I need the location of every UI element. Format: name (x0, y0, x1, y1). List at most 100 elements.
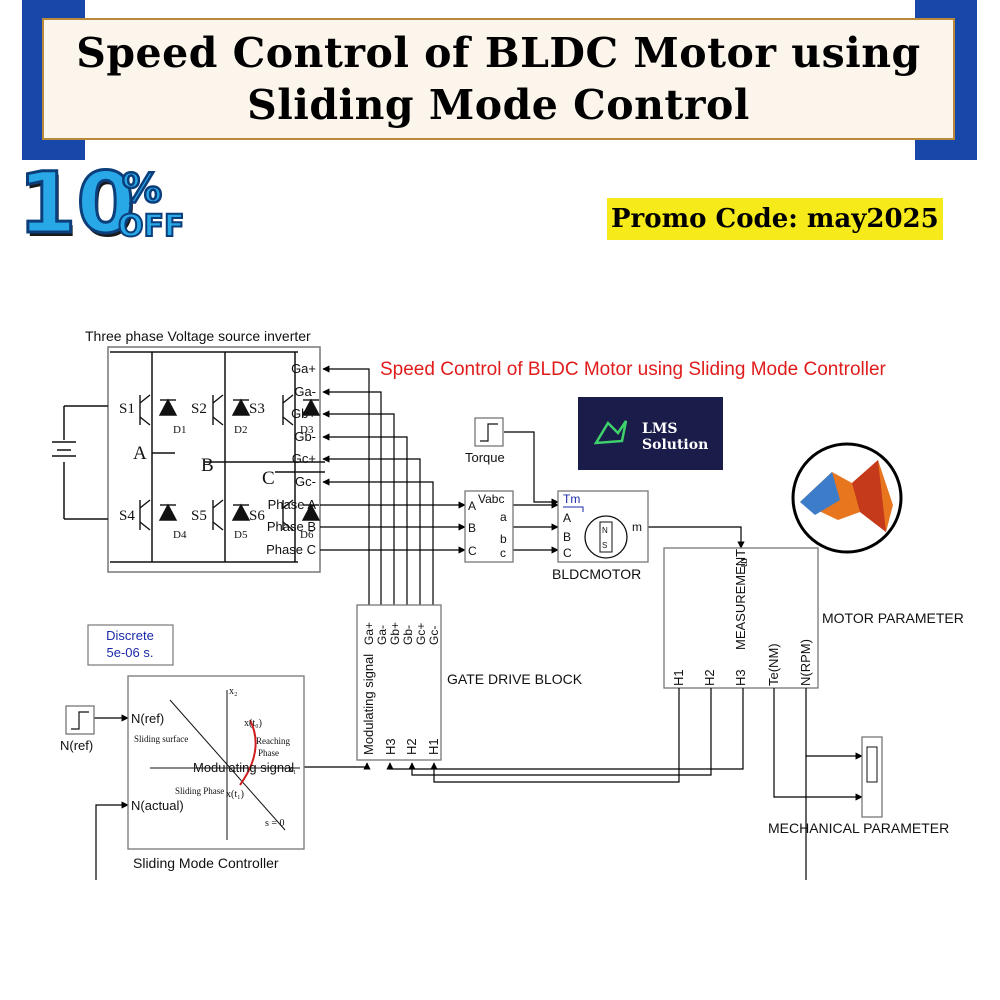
inv-port-phase-a: Phase A (268, 497, 317, 512)
vabc-in-b: B (468, 521, 476, 535)
measurement-in-m: m (738, 558, 750, 567)
inv-port-ga-plus: Ga+ (291, 361, 316, 376)
promo-code: Promo Code: may2025 (607, 198, 943, 240)
sliding-mode-controller-block[interactable] (127, 675, 305, 850)
gate-signal-wires (320, 365, 745, 605)
node-a: A (133, 443, 147, 464)
switch-s1: S1 (119, 401, 135, 417)
gd-out-ga-minus: Ga- (375, 625, 389, 645)
vabc-out-b: b (500, 532, 507, 546)
switch-s3: S3 (249, 401, 265, 417)
scope-icon (866, 746, 878, 783)
gd-in-h2: H2 (404, 738, 419, 755)
gd-out-gc-minus: Gc- (427, 626, 441, 645)
vabc-out-a: a (500, 510, 507, 524)
inv-port-phase-c: Phase C (266, 542, 316, 557)
discrete-line1: Discrete (106, 628, 154, 643)
motor-port-m: m (632, 520, 642, 534)
smc-port-nref: N(ref) (131, 711, 164, 726)
gd-in-h3: H3 (383, 738, 398, 755)
smc-icon-labels: x₂ x₁ Sliding surface Reaching Phase Sli… (134, 686, 297, 829)
vabc-title: Vabc (478, 492, 504, 506)
motor-port-b: B (563, 530, 571, 544)
smc-s0: s = 0 (265, 818, 285, 829)
inverter-circuit (52, 351, 325, 563)
vabc-in-c: C (468, 544, 477, 558)
magnet-icon (599, 521, 613, 553)
diode-d1: D1 (173, 424, 186, 436)
gd-out-gb-plus: Gb+ (388, 622, 402, 645)
discrete-line2: 5e-06 s. (107, 645, 154, 660)
meas-out-te: Te(NM) (766, 643, 781, 686)
gd-out-ga-plus: Ga+ (362, 622, 376, 645)
gate-drive-outputs: Ga+ Ga- Gb+ Gb- Gc+ Gc- (362, 622, 441, 645)
nref-label: N(ref) (60, 738, 93, 753)
diagram-title: Speed Control of BLDC Motor using Slidin… (380, 359, 887, 380)
motor-parameter-label: MOTOR PARAMETER (822, 610, 964, 626)
motor-ports: A B C m (563, 511, 642, 560)
inverter-label: Three phase Voltage source inverter (85, 328, 311, 344)
badge-off: OFF (118, 209, 185, 244)
switch-s2: S2 (191, 401, 207, 417)
switch-s6: S6 (249, 508, 265, 524)
motor-port-a: A (563, 511, 571, 525)
step-icon (480, 423, 498, 442)
smc-x1: x₁ (288, 764, 297, 775)
inv-port-gb-minus: Gb- (294, 429, 316, 444)
inverter-labels: S1 S2 S3 S4 S5 S6 D1 D2 D3 D4 D5 D6 A B … (119, 401, 314, 541)
powergui-discrete-block[interactable] (87, 624, 174, 666)
discount-badge: 10 10 % OFF (18, 153, 186, 246)
diode-d2: D2 (234, 424, 247, 436)
smc-x-t1: x(t₁) (226, 789, 244, 800)
inverter-block[interactable] (107, 346, 321, 573)
diode-d6: D6 (300, 529, 314, 541)
vabc-in-a: A (468, 499, 476, 513)
lms-logo-line2: Solution (642, 437, 708, 453)
smc-port-out: Modulating signal (193, 760, 294, 775)
smc-reaching: Reaching (256, 736, 290, 746)
torque-label: Torque (465, 450, 505, 465)
inv-port-gc-plus: Gc+ (292, 451, 316, 466)
switch-s4: S4 (119, 508, 135, 524)
gate-drive-block[interactable] (356, 604, 442, 761)
node-c: C (262, 468, 275, 489)
measurement-outputs: H1 H2 H3 Te(NM) N(RPM) (671, 639, 813, 686)
motor-port-c: C (563, 546, 572, 560)
gate-drive-label: GATE DRIVE BLOCK (447, 671, 583, 687)
gd-in-modulating: Modulating signal (361, 654, 376, 755)
title-line-1: Speed Control of BLDC Motor using (76, 29, 921, 77)
torque-step-block[interactable] (474, 417, 504, 447)
inv-port-phase-b: Phase B (267, 519, 316, 534)
gd-out-gb-minus: Gb- (401, 625, 415, 645)
matlab-surface-red (852, 460, 886, 532)
lms-logo-icon: LMS Solution (593, 420, 708, 453)
meas-out-nrpm: N(RPM) (798, 639, 813, 686)
meas-out-h1: H1 (671, 669, 686, 686)
inverter-switches (139, 394, 321, 531)
matlab-surface-blue (800, 472, 840, 515)
gd-out-gc-plus: Gc+ (414, 623, 428, 645)
meas-out-h3: H3 (733, 669, 748, 686)
badge-percent: % (122, 166, 162, 212)
motor-measurement-block[interactable] (663, 547, 819, 689)
smc-sliding-phase: Sliding Phase (175, 786, 224, 796)
hall-feedback-wires (94, 688, 863, 880)
smc-port-nactual: N(actual) (131, 798, 184, 813)
smc-icon-axes (150, 690, 300, 840)
diode-d3: D3 (300, 424, 314, 436)
smc-phase: Phase (258, 748, 279, 758)
node-b: B (201, 455, 214, 476)
bldc-motor-label: BLDCMOTOR (552, 566, 641, 582)
smc-sliding-surface: Sliding surface (134, 734, 188, 744)
smc-ports: N(ref) N(actual) Modulating signal (131, 711, 294, 813)
nref-step-block[interactable] (65, 705, 95, 735)
lms-solution-logo: LMS Solution (578, 397, 723, 470)
vabc-block[interactable] (464, 490, 514, 563)
mechanical-parameter-label: MECHANICAL PARAMETER (768, 820, 949, 836)
meas-out-h2: H2 (702, 669, 717, 686)
magnet-s: S (602, 541, 607, 550)
smc-label: Sliding Mode Controller (133, 855, 279, 871)
badge-number-shadow: 10 (20, 158, 137, 245)
